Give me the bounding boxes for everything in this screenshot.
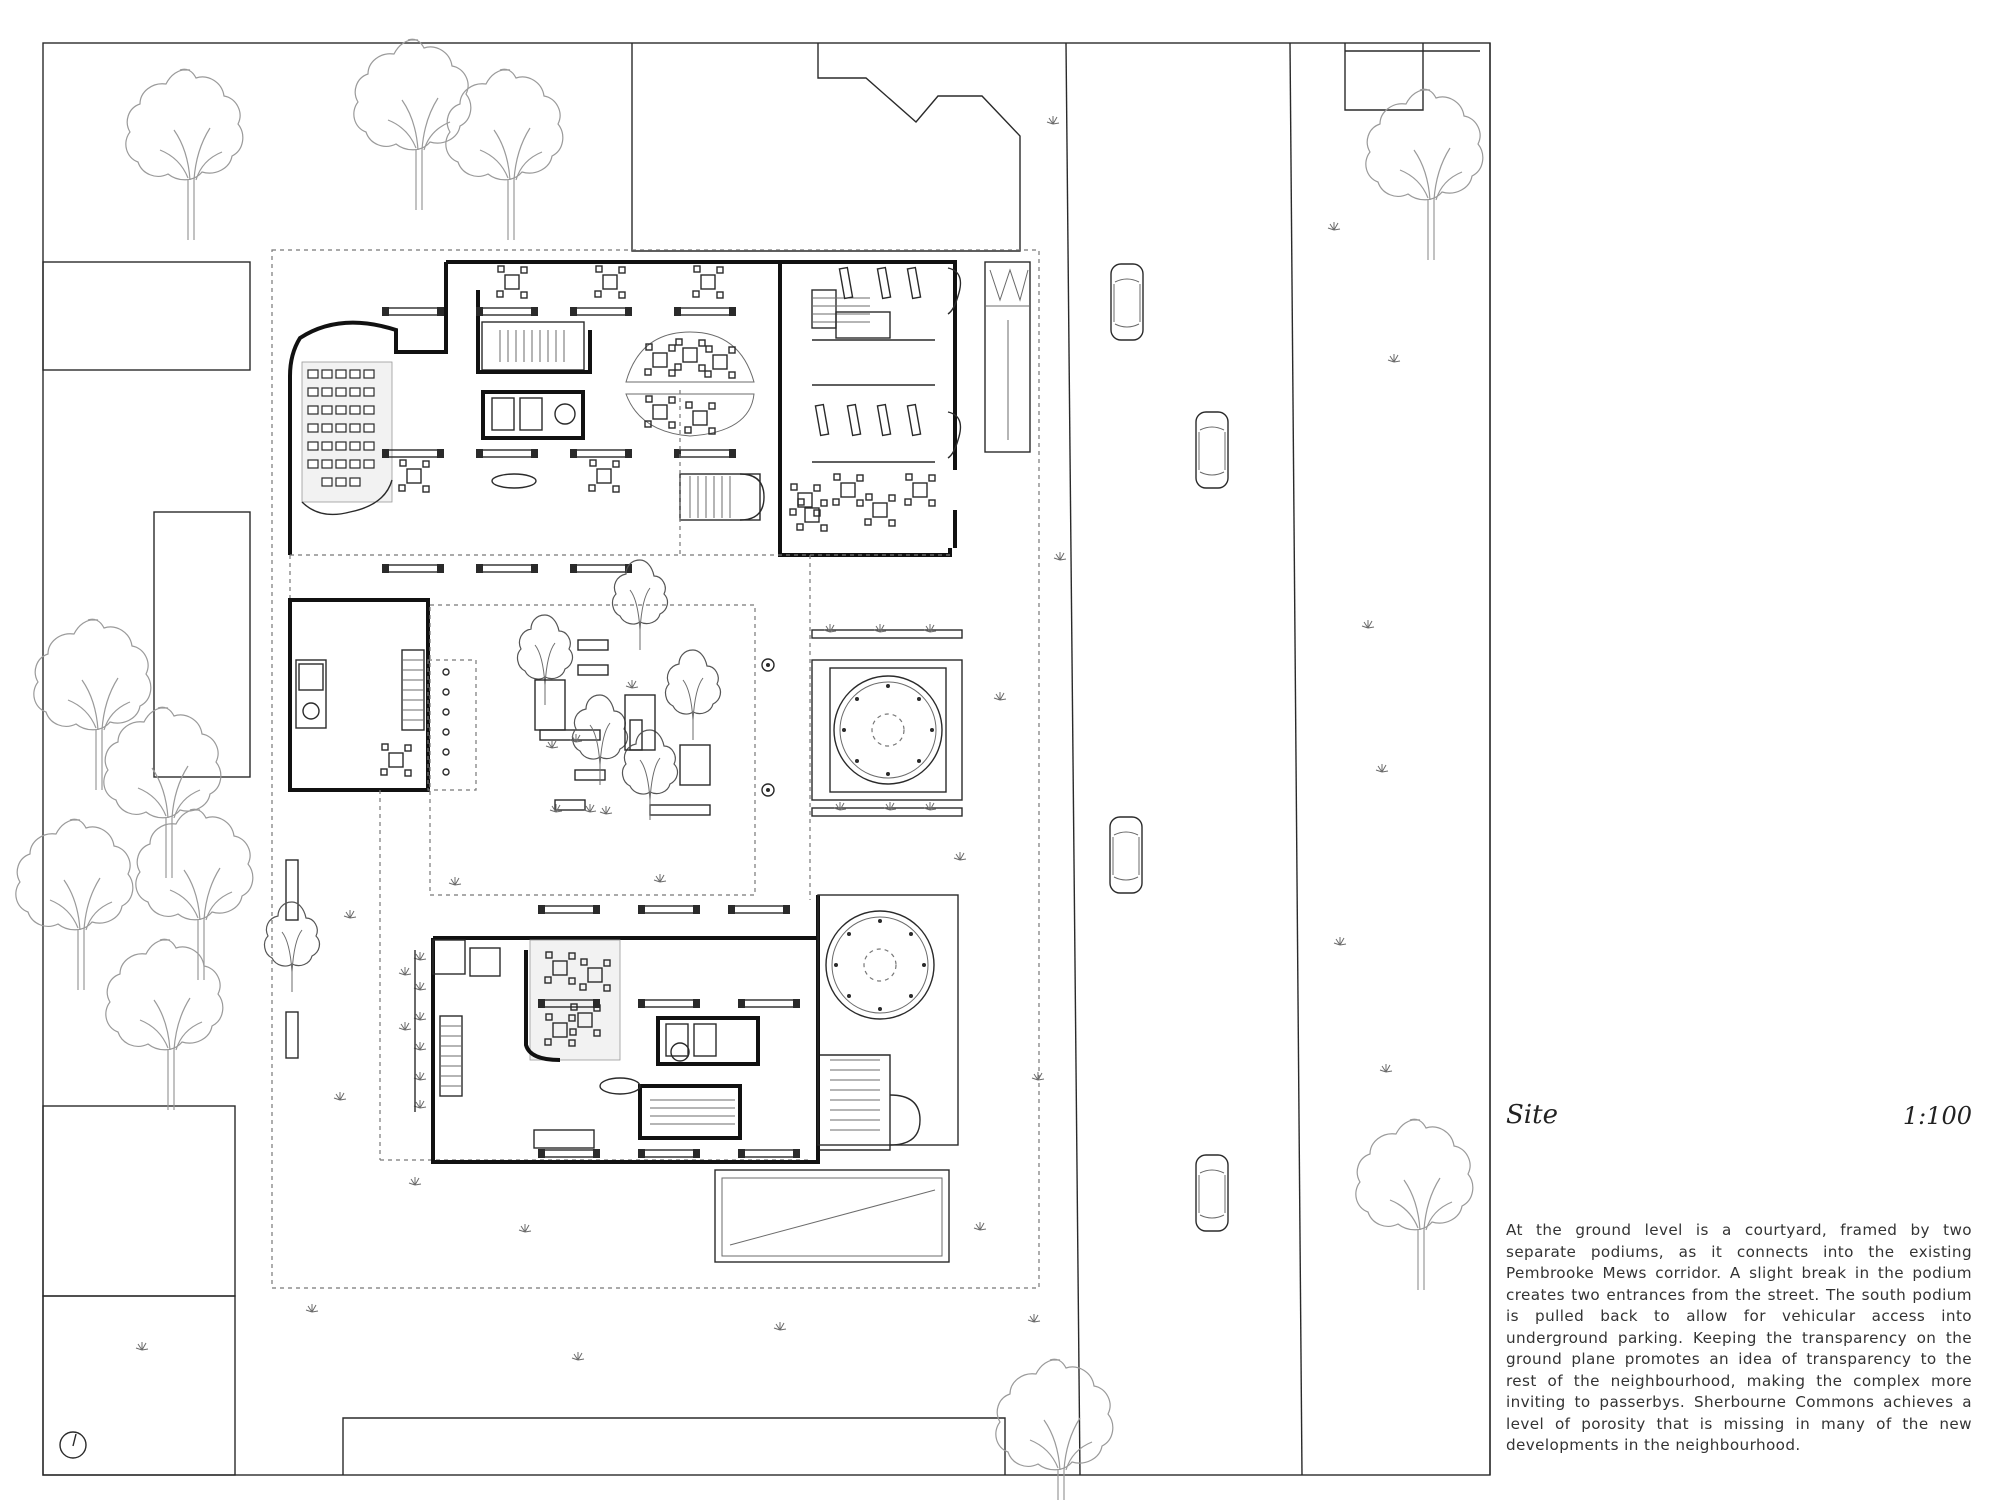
auditorium-seating [307, 369, 375, 487]
west-building-4 [42, 1295, 236, 1476]
west-building-3 [42, 1105, 236, 1297]
site-title: Site [1506, 1100, 1558, 1130]
car-icon-1 [1110, 263, 1144, 341]
north-podium [288, 260, 1031, 574]
car-icon-3 [1109, 816, 1143, 894]
north-arrow-icon [59, 1431, 87, 1459]
south-neighbour [342, 1417, 1006, 1475]
courtyard [288, 555, 963, 1160]
car-icon-4 [1195, 1154, 1229, 1232]
site-boundary [271, 249, 1040, 1289]
west-building-1 [42, 261, 251, 371]
west-building-2 [153, 511, 251, 778]
drawing-scale: 1:100 [1902, 1102, 1972, 1130]
ground-plants [135, 115, 1401, 1361]
street-edge-east [1289, 42, 1303, 1476]
site-description: At the ground level is a courtyard, fram… [1506, 1221, 1972, 1454]
northeast-neighbour [1344, 43, 1424, 111]
north-neighbour [631, 43, 1021, 252]
south-podium [380, 894, 959, 1263]
street-edge-west [1065, 42, 1081, 1476]
sheet-frame [42, 42, 1491, 1476]
car-icon-2 [1195, 411, 1229, 489]
